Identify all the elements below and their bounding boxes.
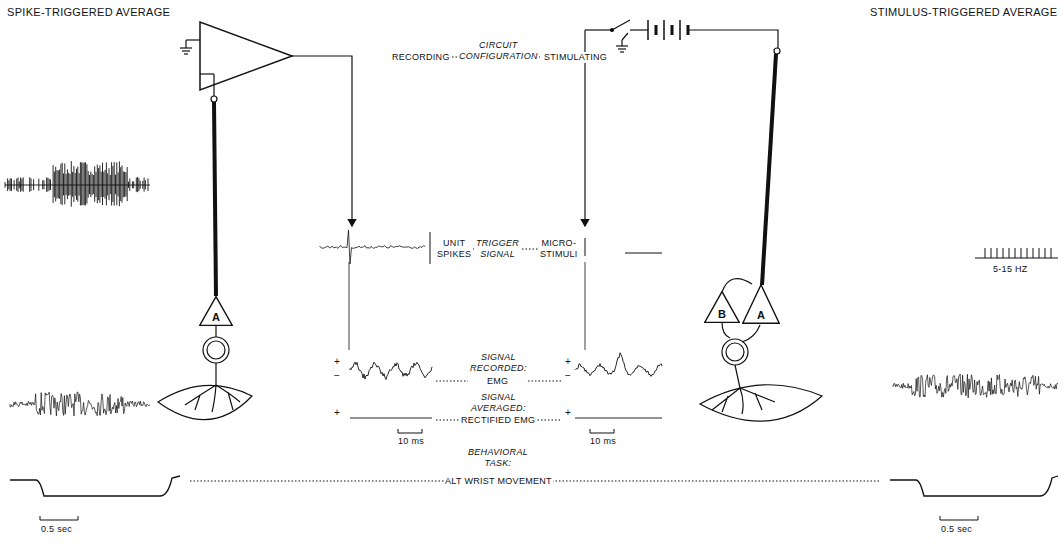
stimulus-marker <box>585 238 662 256</box>
emg-average <box>575 353 662 377</box>
trigger-label: UNIT SPIKES <box>436 238 472 260</box>
row-title: CIRCUIT CONFIGURATION <box>458 40 539 62</box>
polarity-sign: − <box>333 370 341 381</box>
time-scale: 0.5 sec <box>940 524 973 535</box>
neuron-triangle: A <box>742 284 780 324</box>
row-title: SIGNAL AVERAGED: <box>470 392 527 414</box>
signal-label: RECTIFIED EMG <box>460 415 536 426</box>
movement-traces <box>10 476 1058 496</box>
polarity-sign: + <box>333 407 341 418</box>
row-title: BEHAVIORAL TASK: <box>467 447 529 469</box>
polarity-sign: + <box>564 407 572 418</box>
stimulus-train <box>975 248 1058 258</box>
panel-title: STIMULUS-TRIGGERED AVERAGE <box>869 6 1058 19</box>
circuit-label: RECORDING <box>391 52 451 63</box>
time-scale: 10 ms <box>589 436 617 447</box>
scale-bars <box>40 232 978 520</box>
neuron-label: A <box>742 309 780 321</box>
neuron-triangle: A <box>199 296 233 326</box>
circuit-label: STIMULATING <box>543 52 608 63</box>
neuron-triangle: B <box>704 291 740 323</box>
time-scale: 10 ms <box>397 436 425 447</box>
task-label: ALT WRIST MOVEMENT <box>444 476 553 487</box>
row-title: SIGNAL RECORDED: <box>469 352 528 374</box>
dotted-guides <box>190 57 880 481</box>
spike-train <box>5 161 150 207</box>
polarity-sign: − <box>564 370 572 381</box>
polarity-sign: + <box>564 356 572 367</box>
time-scale: 0.5 sec <box>40 524 73 535</box>
polarity-sign: + <box>333 356 341 367</box>
rectified-average <box>350 418 432 419</box>
unit-trace <box>320 230 425 264</box>
row-title: TRIGGER SIGNAL <box>475 238 520 260</box>
stimulating-circuit <box>585 20 780 350</box>
emg-average <box>350 362 432 379</box>
signal-traces <box>5 161 1058 418</box>
emg-burst <box>893 374 1058 398</box>
trigger-label: MICRO- STIMULI <box>539 238 579 260</box>
rectified-average <box>575 418 662 419</box>
signal-label: EMG <box>486 376 509 387</box>
neuron-label: A <box>199 311 233 323</box>
emg-burst <box>10 392 150 416</box>
panel-title: SPIKE-TRIGGERED AVERAGE <box>6 6 171 19</box>
recording-circuit <box>180 22 352 350</box>
neuron-label: B <box>704 308 740 320</box>
frequency-label: 5-15 HZ <box>992 264 1029 275</box>
neurons-and-muscles <box>158 279 822 422</box>
